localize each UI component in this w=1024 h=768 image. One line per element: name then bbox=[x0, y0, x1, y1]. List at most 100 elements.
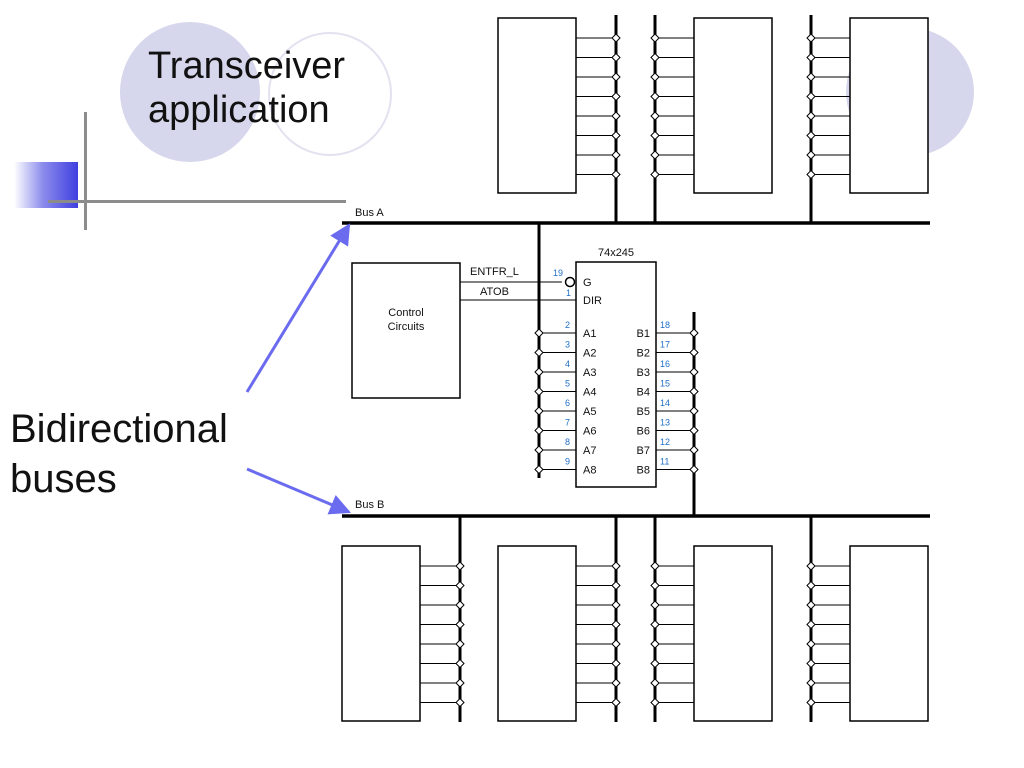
peripheral-device bbox=[341, 516, 465, 722]
b-pin-name: B2 bbox=[637, 348, 650, 360]
enable-signal-label: ENTFR_L bbox=[470, 266, 519, 278]
b-pin-name: B5 bbox=[637, 406, 650, 418]
bus-connector bbox=[650, 150, 660, 160]
a-pin-name: A7 bbox=[583, 445, 596, 457]
bus-connector bbox=[650, 111, 660, 121]
a-pin-name: A3 bbox=[583, 367, 596, 379]
bus-connector bbox=[611, 600, 621, 610]
a-pin-number: 3 bbox=[565, 340, 570, 350]
arrow-to-bus-a bbox=[245, 223, 351, 393]
bus-connector bbox=[650, 52, 660, 63]
a-pin-connector bbox=[534, 425, 544, 436]
b-pin-name: B4 bbox=[637, 387, 650, 399]
bus-connector bbox=[611, 111, 621, 121]
pin-g-number: 19 bbox=[553, 268, 563, 278]
bus-connector bbox=[650, 658, 660, 669]
a-pin-name: A5 bbox=[583, 406, 596, 418]
a-pin-name: A1 bbox=[583, 328, 596, 340]
bus-connector bbox=[611, 169, 621, 180]
a-pin-name: A8 bbox=[583, 465, 596, 477]
bus-b-label: Bus B bbox=[355, 499, 384, 511]
b-pin-connector bbox=[689, 425, 699, 436]
a-pin-name: A6 bbox=[583, 426, 596, 438]
bus-connector bbox=[611, 130, 621, 141]
a-pin-number: 4 bbox=[565, 359, 570, 369]
decorative-ring bbox=[268, 32, 392, 156]
a-pin-number: 2 bbox=[565, 320, 570, 330]
b-pin-name: B3 bbox=[637, 367, 650, 379]
b-pin-name: B6 bbox=[637, 426, 650, 438]
a-pin-connector bbox=[534, 347, 544, 358]
bus-connector bbox=[650, 72, 660, 82]
dir-signal-label: ATOB bbox=[480, 286, 509, 298]
bus-connector bbox=[806, 678, 816, 688]
bus-connector bbox=[650, 697, 660, 708]
bus-connector bbox=[455, 697, 465, 708]
bus-connector bbox=[611, 72, 621, 82]
a-pin-name: A2 bbox=[583, 348, 596, 360]
bidirectional-buses-label: Bidirectional buses bbox=[10, 404, 228, 504]
bus-connector bbox=[806, 91, 816, 102]
pin-dir-name: DIR bbox=[583, 295, 602, 307]
decorative-vertical-rule bbox=[84, 112, 87, 230]
control-label-line2: Circuits bbox=[388, 321, 425, 333]
bus-connector bbox=[455, 600, 465, 610]
b-pin-number: 15 bbox=[660, 379, 670, 389]
bus-connector bbox=[611, 150, 621, 160]
device-box bbox=[341, 545, 421, 722]
slide-title-line2: application bbox=[148, 89, 330, 131]
a-pin-connector bbox=[534, 386, 544, 397]
bus-connector bbox=[611, 658, 621, 669]
b-pin-connector bbox=[689, 347, 699, 358]
bus-connector bbox=[650, 580, 660, 591]
arrow-to-bus-b bbox=[246, 467, 351, 515]
peripheral-device bbox=[497, 15, 621, 223]
bus-connector bbox=[455, 678, 465, 688]
bus-connector bbox=[650, 130, 660, 141]
a-pin-number: 7 bbox=[565, 418, 570, 428]
bus-connector bbox=[455, 639, 465, 649]
bus-connector bbox=[650, 600, 660, 610]
bus-connector bbox=[650, 91, 660, 102]
bus-connector bbox=[806, 52, 816, 63]
bus-connector bbox=[806, 111, 816, 121]
bus-connector bbox=[806, 619, 816, 630]
bus-connector bbox=[455, 580, 465, 591]
a-pin-connector bbox=[534, 367, 544, 377]
bus-connector bbox=[650, 619, 660, 630]
decorative-circle-left bbox=[120, 22, 260, 162]
a-pin-number: 5 bbox=[565, 379, 570, 389]
bus-connector bbox=[611, 697, 621, 708]
bus-connector bbox=[806, 600, 816, 610]
bus-connector bbox=[806, 33, 816, 43]
b-pin-name: B1 bbox=[637, 328, 650, 340]
peripheral-devices bbox=[341, 15, 929, 722]
b-pin-number: 18 bbox=[660, 320, 670, 330]
a-pin-connector bbox=[534, 328, 544, 338]
pin-g-name: G bbox=[583, 277, 592, 289]
peripheral-device bbox=[806, 15, 929, 223]
bus-connector bbox=[611, 561, 621, 571]
b-pin-name: B7 bbox=[637, 445, 650, 457]
control-circuits-box bbox=[351, 262, 461, 399]
annotation-line1: Bidirectional bbox=[10, 407, 228, 451]
b-pin-number: 17 bbox=[660, 340, 670, 350]
bus-connector bbox=[650, 561, 660, 571]
pin-dir-number: 1 bbox=[566, 288, 571, 298]
bus-connector bbox=[611, 619, 621, 630]
annotation-line2: buses bbox=[10, 457, 117, 501]
slide-title: Transceiver application bbox=[148, 44, 345, 132]
peripheral-device bbox=[497, 516, 621, 722]
b-pin-name: B8 bbox=[637, 465, 650, 477]
bus-connector bbox=[806, 639, 816, 649]
a-pin-connector bbox=[534, 406, 544, 416]
a-pin-name: A4 bbox=[583, 387, 596, 399]
device-box bbox=[497, 545, 577, 722]
b-pin-connector bbox=[689, 406, 699, 416]
a-pin-number: 6 bbox=[565, 398, 570, 408]
b-pin-connector bbox=[689, 367, 699, 377]
b-pin-connector bbox=[689, 328, 699, 338]
a-pin-connector bbox=[534, 464, 544, 475]
chip-pins: A12A23A34A45A56A67A78A89B118B217B316B415… bbox=[534, 320, 699, 477]
